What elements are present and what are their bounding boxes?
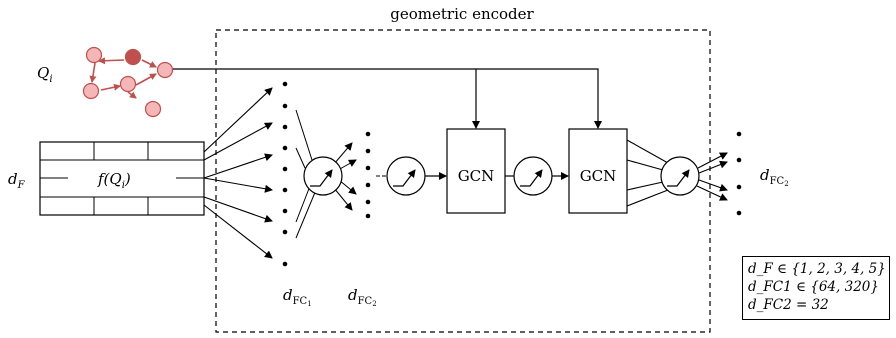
- fc2-neurons: [365, 131, 371, 219]
- fc2-dim-label: dFC2: [348, 286, 377, 308]
- gcn-block: GCN: [568, 128, 628, 214]
- gcn-block: GCN: [446, 128, 506, 214]
- legend-line-dfc1: d_FC1 ∈ {64, 320}: [748, 279, 879, 295]
- activation-icon: [660, 156, 700, 196]
- fc1-to-activation-edges: [295, 109, 357, 239]
- activation-to-output-edges: [696, 152, 728, 201]
- output-neurons: [736, 131, 742, 216]
- graph-connection-lines: [173, 68, 602, 129]
- legend-line-df: d_F ∈ {1, 2, 3, 4, 5}: [748, 261, 886, 277]
- gcn-to-output-edges: [626, 139, 669, 207]
- legend-line-dfc2: d_FC2 = 32: [748, 297, 829, 313]
- output-dim-label: dFC2: [760, 166, 789, 188]
- input-to-fc1-edges: [203, 87, 273, 259]
- input-function-label: f(Qi): [97, 170, 131, 191]
- activation-icon: [513, 156, 553, 196]
- fc1-dim-label: dFC1: [283, 286, 312, 308]
- encoder-boundary: [215, 29, 711, 333]
- query-label: Qi: [37, 64, 53, 85]
- svg-text:GCN: GCN: [580, 167, 617, 185]
- dimension-legend: d_F ∈ {1, 2, 3, 4, 5} d_FC1 ∈ {64, 320} …: [742, 256, 890, 320]
- input-feature-block: [39, 141, 205, 216]
- fc1-neurons: [282, 81, 288, 267]
- query-graph-icon: [82, 46, 174, 118]
- input-dim-label: dF: [8, 170, 26, 191]
- svg-text:GCN: GCN: [458, 167, 495, 185]
- encoder-title: geometric encoder: [390, 5, 534, 23]
- activation-icon: [303, 156, 343, 196]
- activation-icon: [386, 156, 426, 196]
